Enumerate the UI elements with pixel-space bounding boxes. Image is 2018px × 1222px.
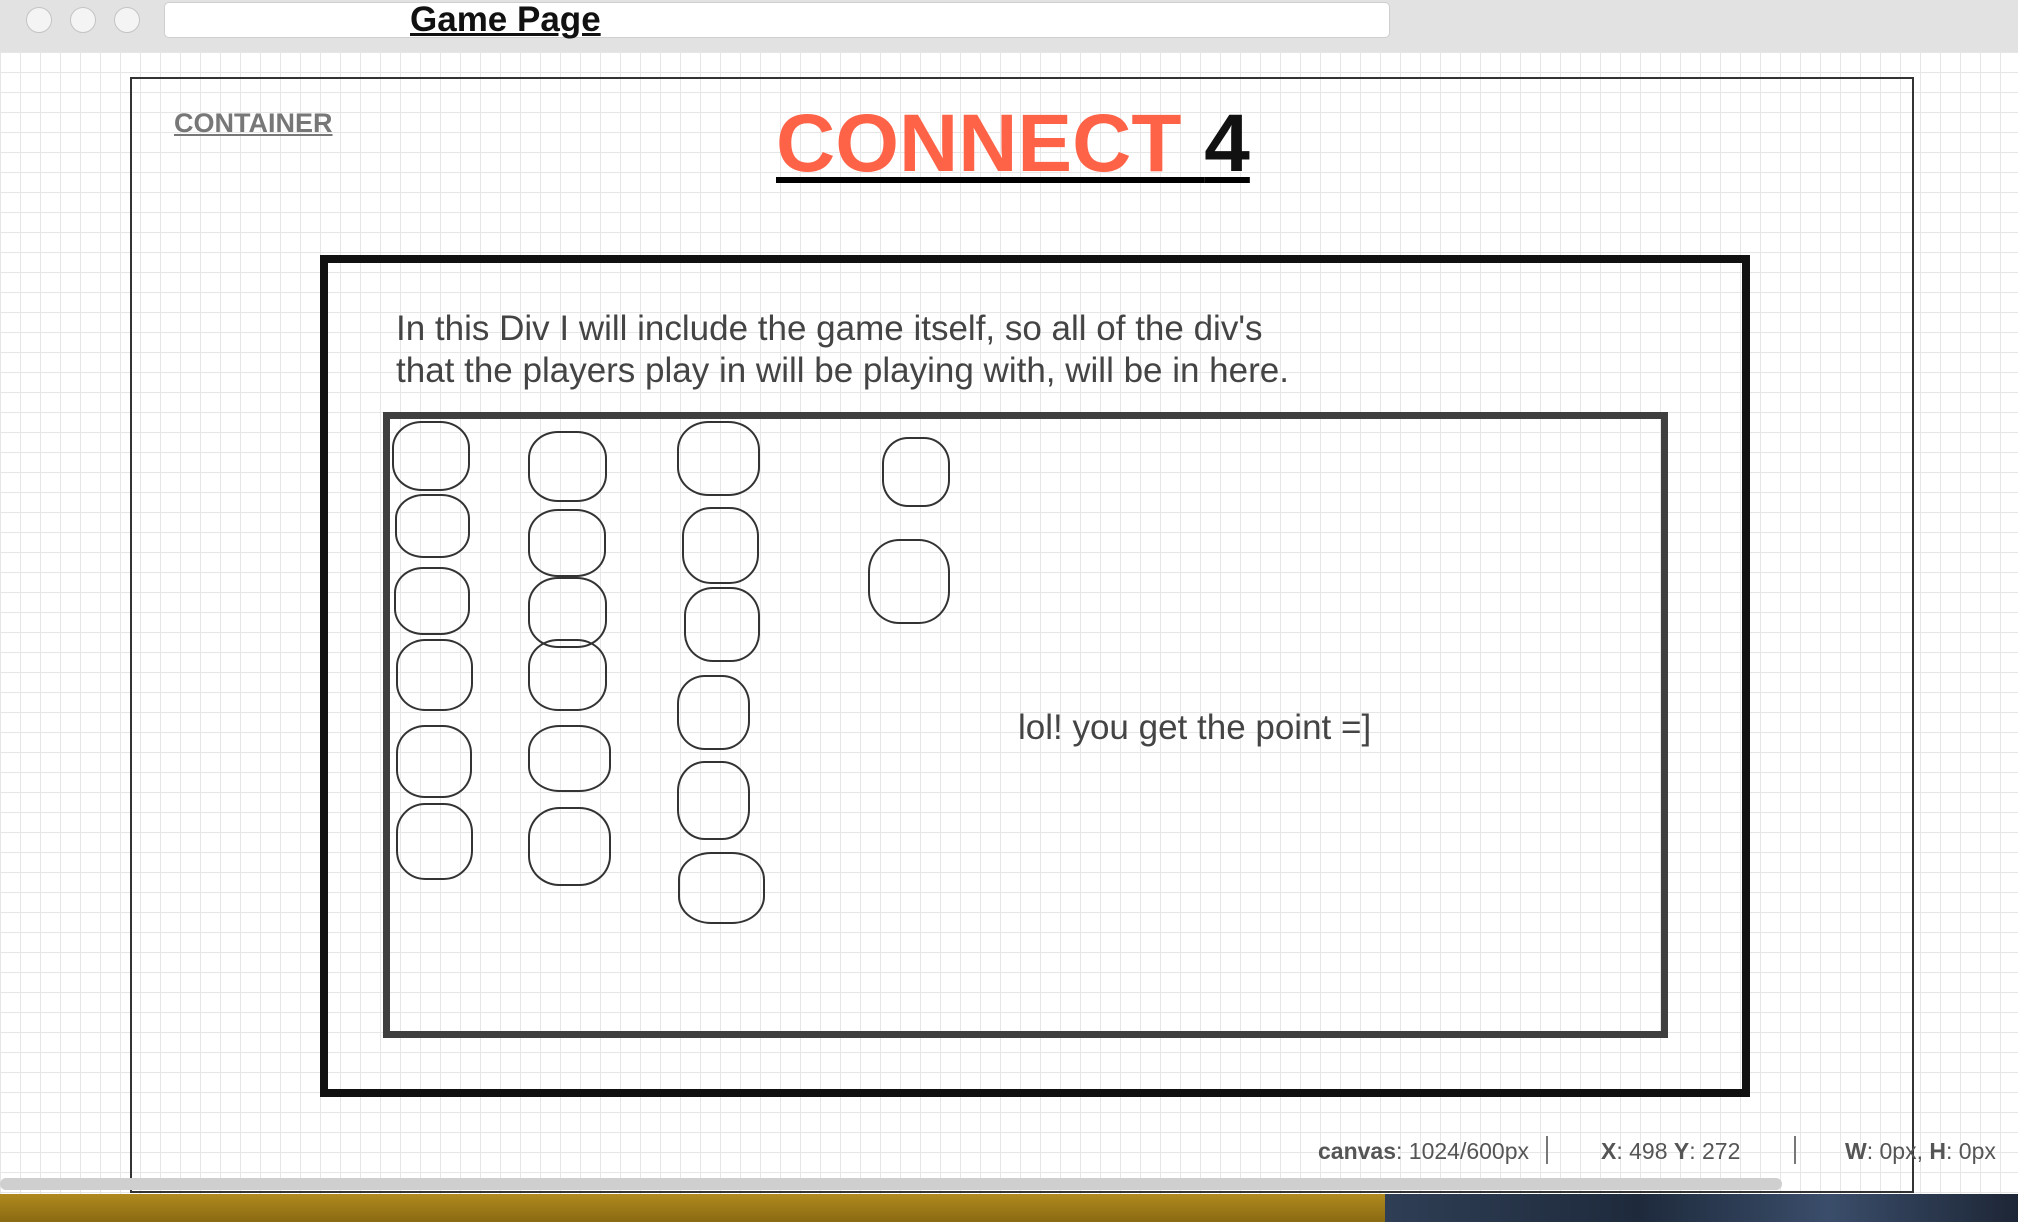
board-slot[interactable]: [528, 509, 606, 577]
board-slot[interactable]: [394, 567, 470, 635]
game-title-number: 4: [1204, 98, 1250, 189]
canvas-size-value: : 1024/600px: [1396, 1138, 1530, 1164]
game-title-word: CONNECT: [776, 98, 1205, 189]
board-slot[interactable]: [677, 675, 750, 750]
board-div[interactable]: [383, 412, 1668, 1038]
board-slot[interactable]: [528, 577, 607, 648]
canvas-size-key: canvas: [1318, 1138, 1397, 1164]
board-slot[interactable]: [882, 437, 950, 507]
board-slot[interactable]: [677, 421, 760, 496]
container-box[interactable]: [130, 77, 1914, 1193]
cursor-position-readout: X: 498 Y: 272: [1601, 1138, 1740, 1165]
address-bar[interactable]: [164, 2, 1390, 38]
wireframe-canvas[interactable]: [0, 52, 2018, 1194]
board-note: lol! you get the point =]: [1018, 708, 1372, 747]
board-slot[interactable]: [528, 431, 607, 502]
game-description-line-2: that the players play in will be playing…: [396, 351, 1289, 390]
status-divider: [1546, 1136, 1548, 1164]
x-key: X: [1601, 1138, 1617, 1164]
board-slot[interactable]: [396, 725, 472, 798]
board-slot[interactable]: [528, 639, 607, 711]
board-slot[interactable]: [868, 539, 950, 624]
container-label: CONTAINER: [174, 108, 333, 138]
window-zoom-button[interactable]: [114, 7, 140, 33]
w-key: W: [1845, 1138, 1867, 1164]
game-description: In this Div I will include the game itse…: [396, 308, 1496, 392]
y-key: Y: [1673, 1138, 1690, 1164]
board-slot[interactable]: [396, 639, 473, 711]
canvas-size-readout: canvas: 1024/600px: [1318, 1138, 1529, 1165]
board-slot[interactable]: [392, 421, 470, 491]
window-minimize-button[interactable]: [70, 7, 96, 33]
board-slot[interactable]: [395, 494, 470, 558]
h-key: H: [1929, 1138, 1946, 1164]
game-div[interactable]: [320, 255, 1750, 1097]
board-slot[interactable]: [528, 807, 611, 886]
board-slot[interactable]: [678, 852, 765, 924]
window-titlebar: Game Page: [0, 0, 2018, 53]
status-bar: canvas: 1024/600px X: 498 Y: 272 W: 0px,…: [0, 1128, 2018, 1178]
board-slot[interactable]: [677, 761, 750, 840]
board-slot[interactable]: [682, 507, 759, 584]
status-divider: [1794, 1136, 1796, 1164]
board-slot[interactable]: [528, 725, 611, 792]
board-slot[interactable]: [684, 587, 760, 662]
y-value: : 272: [1689, 1138, 1741, 1164]
x-value: : 498: [1616, 1138, 1674, 1164]
desktop-background-art: [1385, 1194, 2018, 1222]
w-value: : 0px,: [1866, 1138, 1930, 1164]
selection-size-readout: W: 0px, H: 0px: [1845, 1138, 1996, 1165]
h-value: : 0px: [1946, 1138, 1996, 1164]
horizontal-scrollbar[interactable]: [0, 1178, 1782, 1190]
game-description-line-1: In this Div I will include the game itse…: [396, 309, 1263, 348]
board-slot[interactable]: [396, 803, 473, 880]
game-title: CONNECT 4: [776, 96, 1250, 192]
window-close-button[interactable]: [26, 7, 52, 33]
page-title: Game Page: [410, 0, 601, 39]
